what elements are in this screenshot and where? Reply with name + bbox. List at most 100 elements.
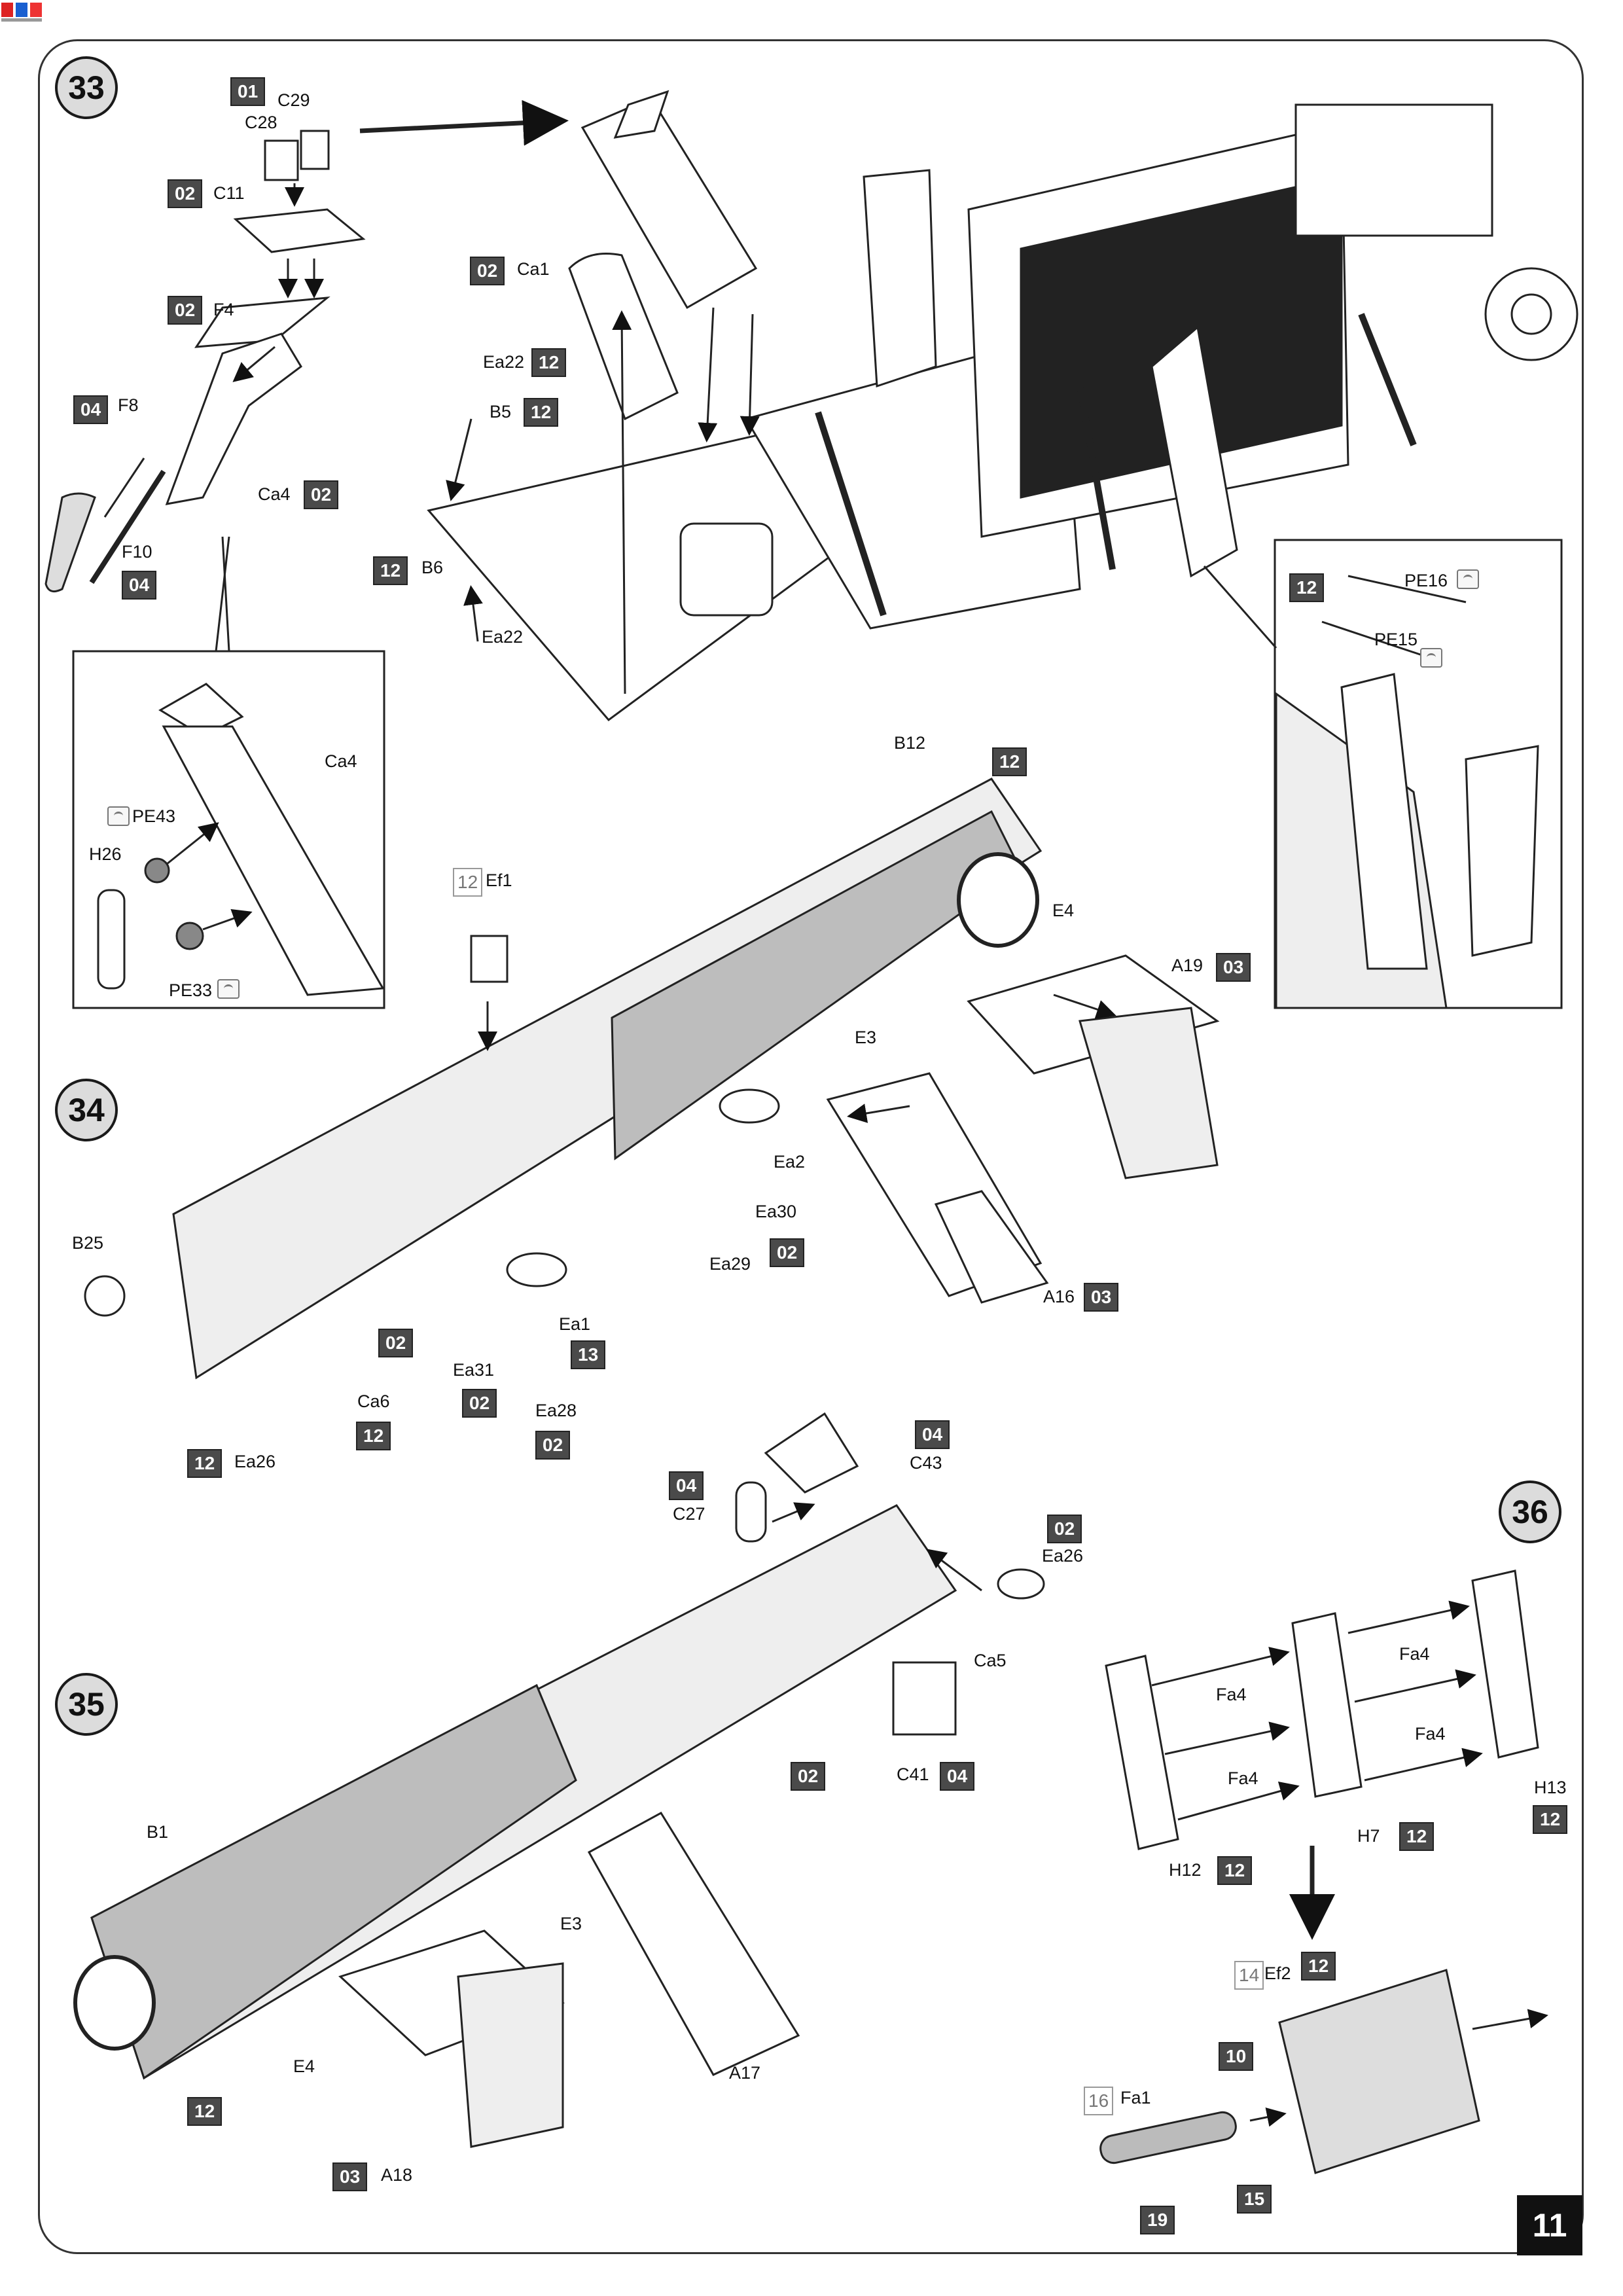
part-label: PE33 — [169, 980, 213, 1000]
sprue-badge: 02 — [1047, 1515, 1082, 1543]
sprue-badge: 15 — [1237, 2185, 1272, 2214]
part-label: C43 — [910, 1453, 942, 1473]
part-label: F8 — [118, 395, 139, 415]
sprue-badge: 02 — [535, 1431, 571, 1460]
part-label: A19 — [1171, 956, 1204, 975]
part-label: C11 — [213, 183, 245, 203]
part-label: H13 — [1534, 1778, 1567, 1797]
step35-hull-side — [73, 1412, 1045, 2148]
sprue-badge: 04 — [669, 1471, 704, 1500]
step33-chassis — [359, 90, 1578, 722]
part-label: H26 — [89, 844, 122, 864]
part-label: PE16 — [1404, 571, 1448, 590]
part-label: Ef2 — [1264, 1964, 1291, 1983]
sprue-badge: 12 — [531, 348, 567, 377]
photo-etch-icon — [1420, 648, 1442, 668]
part-label: A16 — [1043, 1287, 1075, 1306]
part-label: Ea29 — [709, 1254, 751, 1274]
step-36-number: 36 — [1499, 1480, 1561, 1543]
photo-etch-icon — [217, 979, 240, 999]
step-35-number: 35 — [55, 1673, 118, 1736]
sprue-badge: 02 — [378, 1329, 414, 1357]
sprue-badge: 04 — [122, 571, 157, 600]
sprue-badge: 12 — [373, 556, 408, 585]
part-label: Ea31 — [453, 1360, 495, 1380]
sprue-badge: 12 — [1399, 1822, 1435, 1851]
detail-right-drawing — [1275, 575, 1539, 1009]
part-label: C41 — [897, 1765, 929, 1784]
sprue-badge: 04 — [73, 395, 109, 424]
part-label: Ca6 — [357, 1391, 390, 1411]
brand-logo — [1, 3, 42, 22]
part-label: E3 — [855, 1028, 877, 1047]
part-label: Ca4 — [325, 751, 357, 771]
sprue-badge: 12 — [1533, 1805, 1568, 1834]
step-33-number: 33 — [55, 56, 118, 119]
sprue-badge: 13 — [571, 1340, 606, 1369]
page-frame — [38, 39, 1584, 2254]
sprue-badge: 03 — [1084, 1283, 1119, 1312]
sprue-badge: 02 — [462, 1389, 497, 1418]
part-label: Ea22 — [482, 627, 524, 647]
part-label: F4 — [213, 300, 234, 319]
part-label: A17 — [729, 2063, 761, 2083]
sprue-badge: 04 — [940, 1762, 975, 1791]
part-label: B1 — [147, 1822, 169, 1842]
part-label: B12 — [894, 733, 926, 753]
sprue-badge: 12 — [524, 398, 559, 427]
sprue-badge: 02 — [470, 257, 505, 285]
part-label: H12 — [1169, 1860, 1202, 1880]
part-label: Fa4 — [1399, 1644, 1430, 1664]
sprue-badge: 01 — [230, 77, 266, 106]
sprue-badge: 12 — [187, 2097, 223, 2126]
sprue-badge: 12 — [1289, 573, 1325, 602]
sprue-badge: 02 — [168, 179, 203, 208]
part-label: Ea26 — [1042, 1546, 1084, 1566]
part-label: Fa1 — [1120, 2088, 1151, 2108]
part-label: Ea2 — [774, 1152, 806, 1172]
part-label: PE43 — [132, 806, 176, 826]
detail-left-drawing — [97, 683, 385, 996]
part-label: PE15 — [1374, 630, 1418, 649]
sprue-badge: 03 — [1216, 953, 1251, 982]
sprue-badge: 12 — [187, 1449, 223, 1478]
part-label: A18 — [381, 2165, 413, 2185]
part-label: Fa4 — [1216, 1685, 1247, 1704]
part-label: Ca5 — [974, 1651, 1007, 1670]
photo-etch-icon — [1457, 569, 1479, 589]
sprue-badge: 02 — [770, 1238, 805, 1267]
step34-hull-side — [84, 778, 1220, 1380]
sprue-badge: 19 — [1140, 2206, 1175, 2234]
sprue-badge: 12 — [356, 1422, 391, 1450]
part-label: B25 — [72, 1233, 104, 1253]
sprue-badge: 12 — [1217, 1856, 1253, 1885]
part-label: Fa4 — [1415, 1724, 1446, 1744]
page-number: 11 — [1517, 2195, 1582, 2255]
sprue-badge: 02 — [304, 480, 339, 509]
part-label: Ea26 — [234, 1452, 276, 1471]
sprue-badge: 02 — [791, 1762, 826, 1791]
part-label: Ef1 — [486, 870, 512, 890]
part-label: H7 — [1357, 1826, 1380, 1846]
sprue-badge: 04 — [915, 1420, 950, 1449]
part-label: E4 — [1052, 901, 1075, 920]
part-label: F10 — [122, 542, 152, 562]
step33-stand-assembly — [45, 130, 366, 593]
sprue-badge: 12 — [992, 747, 1027, 776]
sprue-badge-outline: 12 — [453, 868, 483, 897]
part-label: Ca1 — [517, 259, 550, 279]
part-label: Fa4 — [1228, 1768, 1258, 1788]
part-label: Ea22 — [483, 352, 525, 372]
step36-racks — [1099, 1570, 1548, 2174]
sprue-badge-outline: 16 — [1084, 2087, 1114, 2115]
sprue-badge-outline: 14 — [1234, 1961, 1264, 1990]
photo-etch-icon — [107, 806, 130, 826]
part-label: E3 — [560, 1914, 582, 1933]
sprue-badge: 02 — [168, 296, 203, 325]
part-label: C28 — [245, 113, 277, 132]
part-label: Ea30 — [755, 1202, 797, 1221]
part-label: Ea28 — [535, 1401, 577, 1420]
sprue-badge: 12 — [1301, 1952, 1336, 1981]
sprue-badge: 03 — [332, 2162, 368, 2191]
